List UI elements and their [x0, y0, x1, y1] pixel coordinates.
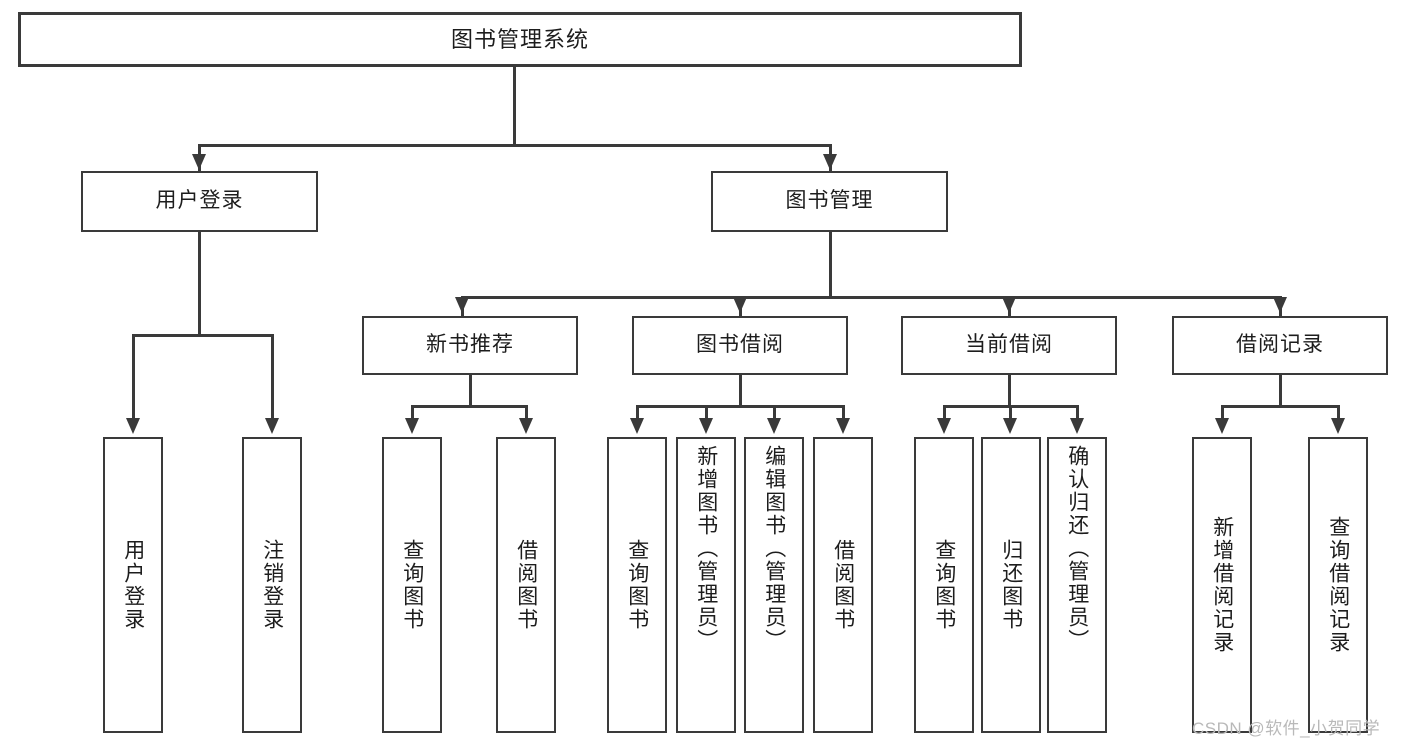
connector-new-book-bus — [412, 405, 527, 408]
arrow-to-leaf-add-book — [699, 418, 713, 434]
connector-book-management-bus — [461, 296, 1280, 299]
node-borrow-record[interactable]: 借阅记录 — [1172, 316, 1388, 375]
leaf-query-borrow-record[interactable]: 查询借阅记录 — [1308, 437, 1368, 733]
connector-book-management-stem — [829, 232, 832, 298]
node-book-management[interactable]: 图书管理 — [711, 171, 948, 232]
connector-user-login-leaf1 — [132, 334, 135, 420]
leaf-add-borrow-record[interactable]: 新增借阅记录 — [1192, 437, 1252, 733]
arrow-to-leaf-return-book — [1003, 418, 1017, 434]
leaf-query-book-current[interactable]: 查询图书 — [914, 437, 974, 733]
node-book-borrow[interactable]: 图书借阅 — [632, 316, 848, 375]
node-label: 图书管理 — [785, 189, 874, 213]
connector-book-borrow-leaf3 — [773, 405, 776, 421]
connector-book-borrow-leaf4 — [842, 405, 845, 421]
arrow-to-book-management — [823, 154, 837, 170]
arrow-to-leaf-query-book-3 — [937, 418, 951, 434]
connector-user-login-leaf2 — [271, 334, 274, 420]
connector-new-book-leaf1 — [411, 405, 414, 421]
node-root-book-management-system[interactable]: 图书管理系统 — [18, 12, 1022, 67]
leaf-label: 查询图书 — [400, 539, 424, 631]
arrow-to-new-book-recommend — [455, 297, 469, 313]
connector-book-borrow-leaf2 — [705, 405, 708, 421]
arrow-to-user-login — [192, 154, 206, 170]
connector-book-borrow-stem — [739, 375, 742, 407]
node-label: 当前借阅 — [965, 333, 1053, 357]
node-user-login[interactable]: 用户登录 — [81, 171, 318, 232]
node-label: 新书推荐 — [426, 333, 514, 357]
arrow-to-leaf-user-login — [126, 418, 140, 434]
leaf-label: 归还图书 — [999, 539, 1023, 631]
connector-user-login-bus — [133, 334, 273, 337]
connector-book-borrow-bus — [637, 405, 844, 408]
node-label: 用户登录 — [155, 189, 244, 213]
connector-borrow-record-leaf1 — [1221, 405, 1224, 421]
leaf-add-book-admin[interactable]: 新增图书（管理员） — [676, 437, 736, 733]
arrow-to-leaf-query-book-2 — [630, 418, 644, 434]
arrow-to-leaf-logout — [265, 418, 279, 434]
arrow-to-borrow-record — [1273, 297, 1287, 313]
arrow-to-leaf-query-book-1 — [405, 418, 419, 434]
connector-borrow-record-bus — [1222, 405, 1339, 408]
leaf-return-book[interactable]: 归还图书 — [981, 437, 1041, 733]
arrow-to-leaf-query-record — [1331, 418, 1345, 434]
arrow-to-leaf-edit-book — [767, 418, 781, 434]
leaf-user-login[interactable]: 用户登录 — [103, 437, 163, 733]
leaf-edit-book-admin[interactable]: 编辑图书（管理员） — [744, 437, 804, 733]
arrow-to-leaf-borrow-book-2 — [836, 418, 850, 434]
connector-current-borrow-leaf2 — [1009, 405, 1012, 421]
connector-new-book-leaf2 — [525, 405, 528, 421]
leaf-label: 用户登录 — [121, 539, 145, 631]
leaf-label: 查询图书 — [932, 539, 956, 631]
node-label: 图书借阅 — [696, 333, 784, 357]
node-new-book-recommend[interactable]: 新书推荐 — [362, 316, 578, 375]
arrow-to-leaf-borrow-book-1 — [519, 418, 533, 434]
leaf-label: 注销登录 — [260, 539, 284, 631]
leaf-label: 借阅图书 — [831, 539, 855, 631]
leaf-query-book-borrow[interactable]: 查询图书 — [607, 437, 667, 733]
node-label: 图书管理系统 — [450, 26, 589, 52]
connector-current-borrow-leaf3 — [1076, 405, 1079, 421]
leaf-borrow-book[interactable]: 借阅图书 — [813, 437, 873, 733]
leaf-borrow-book-recommend[interactable]: 借阅图书 — [496, 437, 556, 733]
arrow-to-leaf-confirm-return — [1070, 418, 1084, 434]
leaf-label: 确认归还（管理员） — [1065, 445, 1089, 652]
connector-new-book-stem — [469, 375, 472, 407]
leaf-label: 借阅图书 — [514, 539, 538, 631]
connector-borrow-record-stem — [1279, 375, 1282, 407]
connector-user-login-stem — [198, 232, 201, 336]
watermark-text: CSDN @软件_小贺同学 — [1192, 719, 1381, 738]
leaf-label: 新增图书（管理员） — [694, 445, 718, 652]
connector-root-stem — [513, 66, 516, 146]
node-label: 借阅记录 — [1236, 333, 1324, 357]
leaf-confirm-return-admin[interactable]: 确认归还（管理员） — [1047, 437, 1107, 733]
leaf-label: 新增借阅记录 — [1210, 516, 1234, 654]
leaf-label: 查询图书 — [625, 539, 649, 631]
arrow-to-book-borrow — [733, 297, 747, 313]
leaf-label: 查询借阅记录 — [1326, 516, 1350, 654]
connector-root-bus — [199, 144, 832, 147]
connector-borrow-record-leaf2 — [1337, 405, 1340, 421]
connector-current-borrow-leaf1 — [943, 405, 946, 421]
leaf-label: 编辑图书（管理员） — [762, 445, 786, 652]
arrow-to-current-borrow — [1002, 297, 1016, 313]
connector-current-borrow-stem — [1008, 375, 1011, 407]
leaf-query-book-recommend[interactable]: 查询图书 — [382, 437, 442, 733]
arrow-to-leaf-add-record — [1215, 418, 1229, 434]
node-current-borrow[interactable]: 当前借阅 — [901, 316, 1117, 375]
connector-book-borrow-leaf1 — [636, 405, 639, 421]
leaf-logout[interactable]: 注销登录 — [242, 437, 302, 733]
